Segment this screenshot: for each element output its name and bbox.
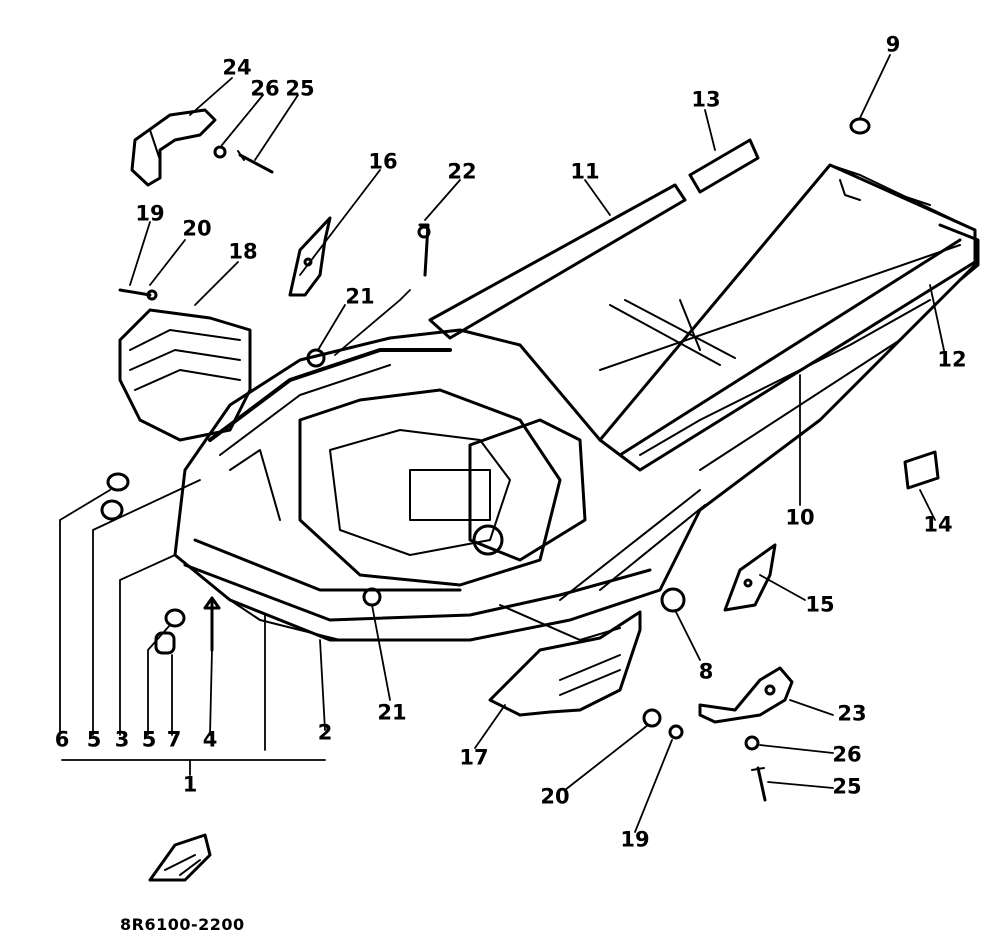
part-bracket-23 <box>698 666 794 724</box>
part-strip-11 <box>428 183 687 340</box>
part-plate-15 <box>723 543 777 612</box>
front-arrow-icon <box>148 833 212 882</box>
leader-lines <box>59 54 946 833</box>
frame-body <box>173 163 980 642</box>
part-washer-26-bot <box>744 735 760 751</box>
callout-12: 12 <box>937 347 967 372</box>
part-bolt-22 <box>417 223 431 277</box>
callout-26-bot: 26 <box>832 742 862 767</box>
callout-24: 24 <box>222 55 252 80</box>
part-label-14 <box>903 450 940 490</box>
part-bolt-19-bot <box>668 724 684 740</box>
part-bracket-24 <box>130 108 217 187</box>
callout-1: 1 <box>182 772 198 797</box>
callout-2: 2 <box>317 720 333 745</box>
callout-19-top: 19 <box>135 201 165 226</box>
callout-11: 11 <box>570 159 600 184</box>
part-grommet-8 <box>660 587 686 613</box>
part-cap-7 <box>154 631 176 655</box>
callout-14: 14 <box>923 512 953 537</box>
callout-9: 9 <box>885 32 901 57</box>
callout-10: 10 <box>785 505 815 530</box>
callout-21-top: 21 <box>345 284 375 309</box>
callout-20-bot: 20 <box>540 784 570 809</box>
part-nut-9 <box>849 117 871 135</box>
callout-15: 15 <box>805 592 835 617</box>
callout-18: 18 <box>228 239 258 264</box>
callout-25-top: 25 <box>285 76 315 101</box>
part-bolt-19-top <box>118 288 158 301</box>
callout-19-bot: 19 <box>620 827 650 852</box>
callout-21-bot: 21 <box>377 700 407 725</box>
callout-8: 8 <box>698 659 714 684</box>
callout-22: 22 <box>447 159 477 184</box>
part-bolt-4 <box>203 596 221 652</box>
part-nut-21-top <box>306 348 326 368</box>
figure-code: 8R6100-2200 <box>120 915 245 934</box>
callout-25-bot: 25 <box>832 774 862 799</box>
callout-23: 23 <box>837 701 867 726</box>
part-pad-13 <box>688 138 760 194</box>
callout-16: 16 <box>368 149 398 174</box>
part-screw-25-top <box>237 150 274 174</box>
part-gusset-16 <box>288 216 332 297</box>
part-rear-cover-18 <box>118 308 252 442</box>
part-plug-5 <box>100 499 186 628</box>
part-washer-26-top <box>213 145 227 159</box>
callout-3: 3 <box>114 727 130 752</box>
callout-4: 4 <box>202 727 218 752</box>
part-lower-cover-17 <box>488 610 642 717</box>
part-cap-6 <box>106 472 130 492</box>
callout-6: 6 <box>54 727 70 752</box>
part-nut-20-bot <box>642 708 662 728</box>
callout-26-top: 26 <box>250 76 280 101</box>
callout-13: 13 <box>691 87 721 112</box>
callout-7: 7 <box>166 727 182 752</box>
callout-5a: 5 <box>86 727 102 752</box>
callout-20-top: 20 <box>182 216 212 241</box>
callout-17: 17 <box>459 745 489 770</box>
part-screw-25-bot <box>751 766 767 802</box>
callout-5b: 5 <box>141 727 157 752</box>
